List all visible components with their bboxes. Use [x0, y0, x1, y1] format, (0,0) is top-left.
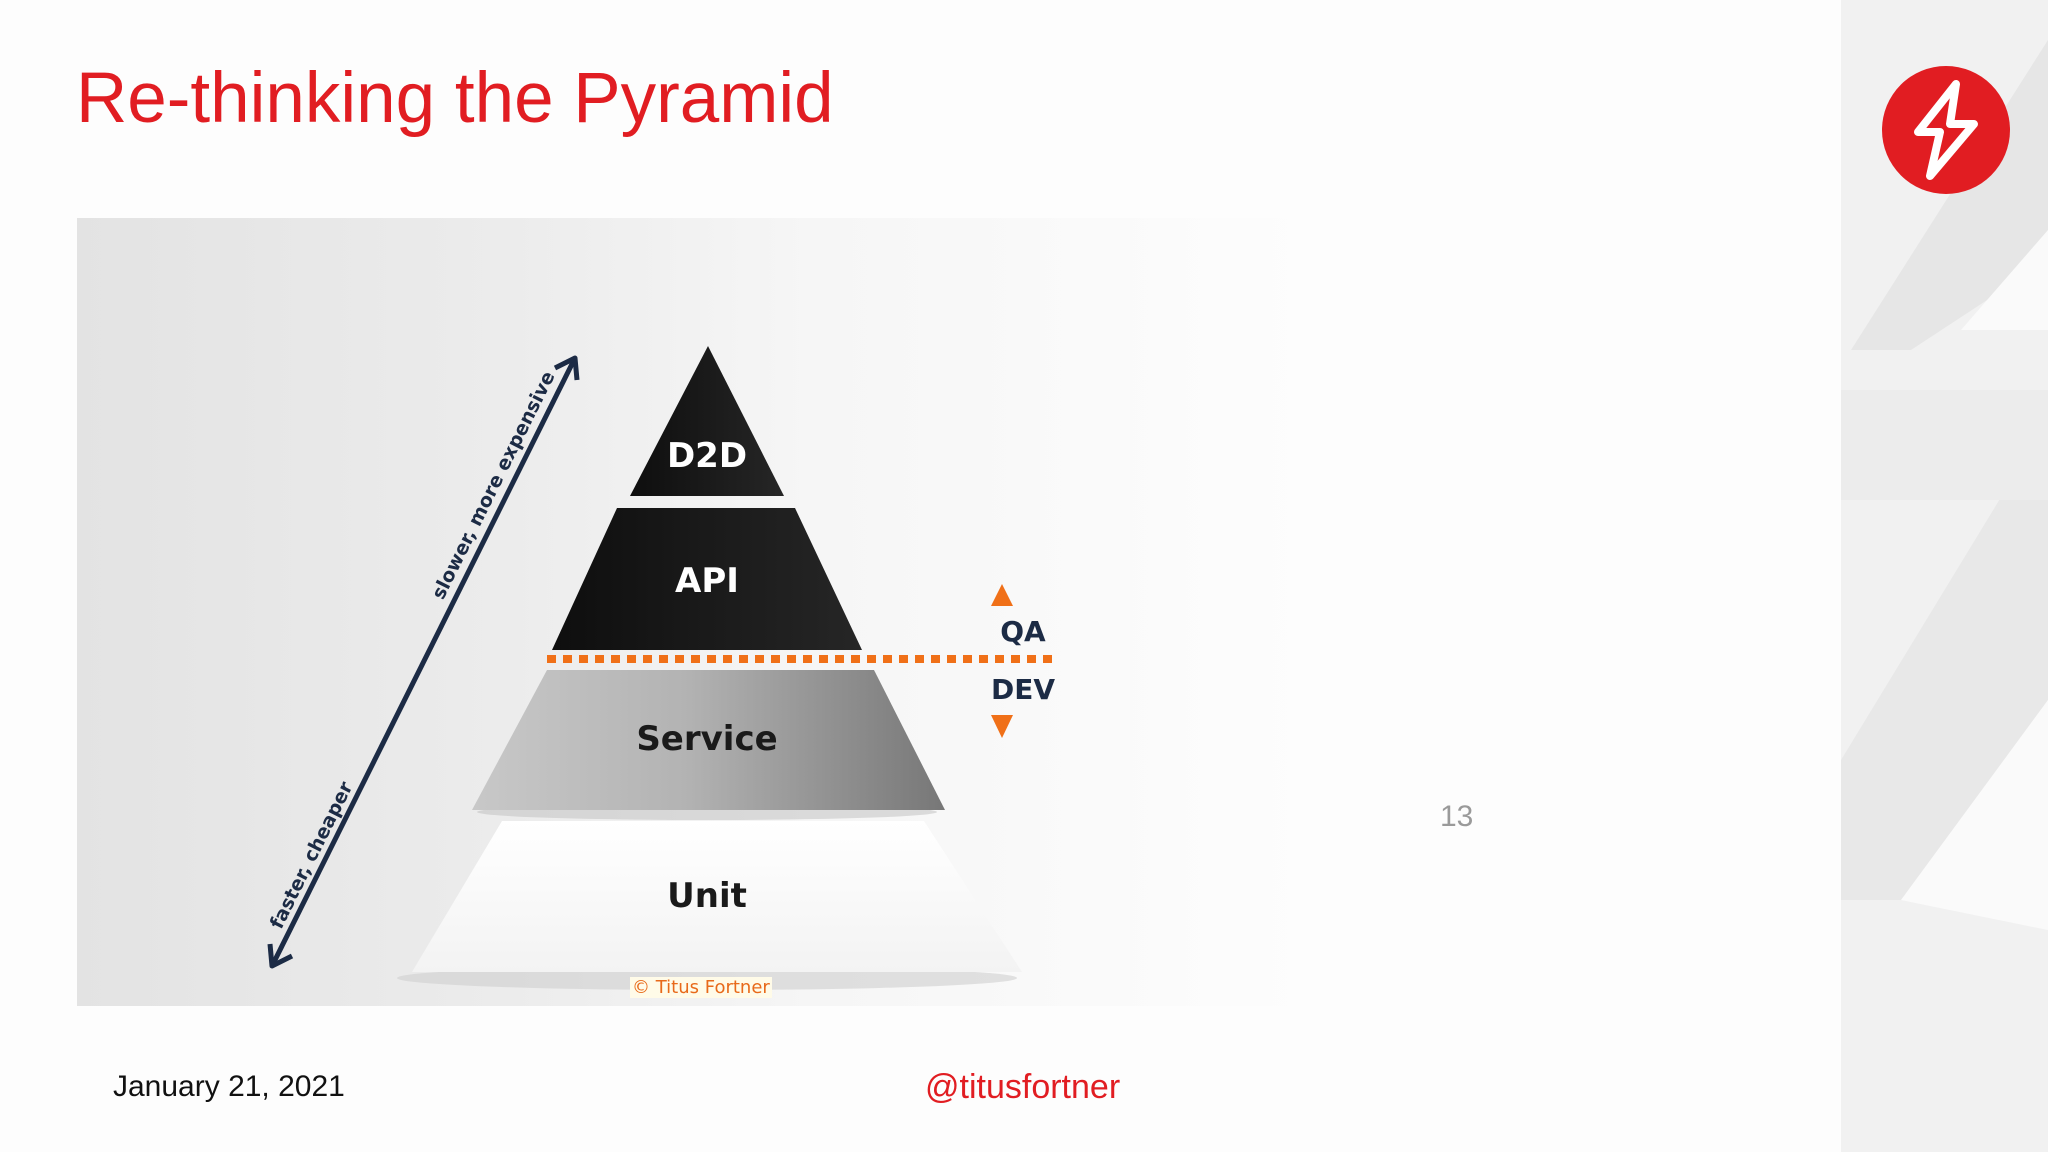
pyramid-label-unit: Unit	[667, 876, 747, 916]
pyramid-label-service: Service	[636, 719, 777, 759]
pyramid-level-d2d	[630, 346, 784, 496]
pyramid-label-d2d: D2D	[667, 436, 747, 476]
footer-twitter-handle: @titusfortner	[925, 1068, 1121, 1106]
copyright-notice: © Titus Fortner	[630, 977, 772, 998]
dev-down-arrow-icon	[991, 715, 1013, 738]
footer-date: January 21, 2021	[113, 1070, 345, 1103]
arrow-label-slower: slower, more expensive	[428, 368, 560, 603]
page-number: 13	[1440, 800, 1474, 833]
arrow-head-bottom-icon	[267, 943, 294, 969]
qa-label: QA	[1000, 615, 1046, 648]
pyramid-level-unit	[412, 821, 1022, 972]
pyramid-level-api	[552, 508, 862, 650]
slide-title: Re-thinking the Pyramid	[76, 59, 834, 138]
pyramid-label-api: API	[675, 561, 739, 601]
lightning-bolt-logo-icon	[1878, 62, 2014, 198]
cost-speed-double-arrow	[269, 356, 578, 968]
arrow-label-faster: faster, cheaper	[266, 778, 358, 933]
dev-label: DEV	[991, 673, 1055, 706]
qa-up-arrow-icon	[991, 584, 1013, 606]
pyramid-level-service	[472, 670, 945, 810]
arrow-head-top-icon	[553, 355, 580, 381]
test-pyramid-diagram: D2D API Service Unit QA DEV slower, more…	[77, 218, 1307, 1006]
